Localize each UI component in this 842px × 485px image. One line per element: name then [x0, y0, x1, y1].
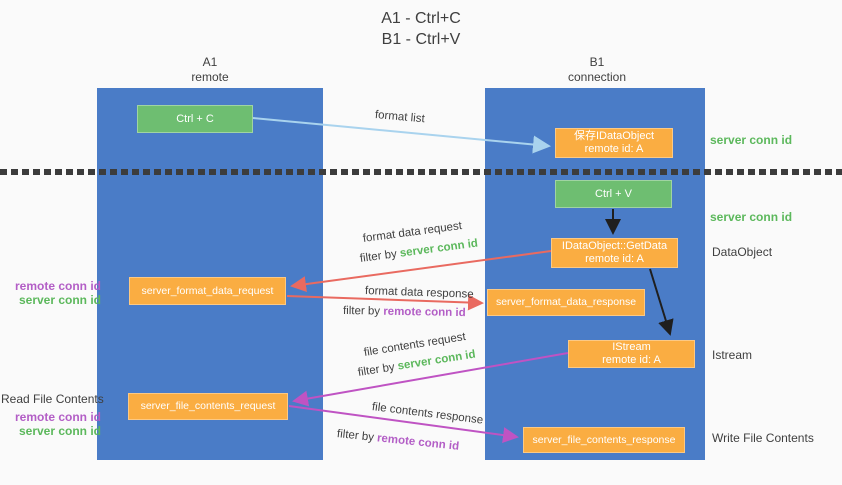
filter-by-text: filter by: [336, 428, 378, 445]
node-ctrl-v-label: Ctrl + V: [595, 187, 632, 200]
node-save-idataobject-line1: 保存IDataObject: [573, 130, 655, 142]
annotation-conn-pair-1: remote conn id server conn id: [1, 279, 101, 307]
node-server-file-contents-request: server_file_contents_request: [128, 393, 288, 420]
edge-label-format-data-response: format data response: [364, 285, 474, 301]
node-save-idataobject-line2: remote id: A: [584, 143, 644, 155]
node-getdata-line2: remote id: A: [585, 253, 644, 265]
server-conn-id-label: server conn id: [18, 293, 101, 307]
node-save-idataobject: 保存IDataObject remote id: A: [555, 128, 673, 158]
node-ctrl-c-label: Ctrl + C: [176, 112, 214, 125]
server-conn-id-text: server conn id: [399, 237, 479, 260]
lane-right-name: B1: [589, 55, 605, 69]
node-server-file-contents-response: server_file_contents_response: [523, 427, 685, 453]
remote-conn-id-text: remote conn id: [383, 305, 466, 320]
remote-conn-id-label: remote conn id: [14, 279, 101, 293]
node-istream-line2: remote id: A: [602, 354, 661, 366]
edge-label-filter-remote-2: filter by remote conn id: [336, 428, 459, 453]
node-server-format-data-response: server_format_data_response: [487, 289, 645, 316]
annotation-server-conn-id-top: server conn id: [710, 133, 793, 147]
remote-conn-id-label: remote conn id: [14, 410, 101, 424]
annotation-istream: Istream: [712, 348, 753, 362]
server-conn-id-text: server conn id: [396, 348, 477, 373]
boundary-dotted-line: [0, 169, 842, 175]
node-file-request-label: server_file_contents_request: [140, 400, 276, 412]
lane-left-name: A1: [202, 55, 218, 69]
remote-conn-id-text: remote conn id: [376, 432, 460, 453]
server-conn-id-label: server conn id: [18, 424, 101, 438]
node-ctrl-v: Ctrl + V: [555, 180, 672, 208]
filter-by-text: filter by: [359, 247, 401, 265]
node-ctrl-c: Ctrl + C: [137, 105, 253, 133]
annotation-write-file-contents: Write File Contents: [712, 431, 814, 445]
filter-by-text: filter by: [342, 305, 384, 318]
annotation-read-file-contents: Read File Contents: [1, 392, 104, 406]
filter-by-text: filter by: [357, 360, 399, 379]
edge-label-filter-remote-1: filter by remote conn id: [343, 305, 466, 319]
node-file-response-label: server_file_contents_response: [532, 433, 676, 446]
title-line-2: B1 - Ctrl+V: [381, 31, 461, 48]
node-idataobject-getdata: IDataObject::GetData remote id: A: [551, 238, 678, 268]
annotation-server-conn-id-mid: server conn id: [710, 210, 793, 224]
lane-right-role: connection: [567, 70, 627, 84]
node-istream-line1: IStream: [612, 341, 651, 353]
title-line-1: A1 - Ctrl+C: [381, 10, 461, 27]
edge-label-file-contents-response: file contents response: [371, 401, 484, 427]
annotation-dataobject: DataObject: [712, 245, 773, 259]
node-format-response-label: server_format_data_response: [495, 296, 637, 308]
annotation-conn-pair-2: remote conn id server conn id: [1, 410, 101, 438]
node-getdata-line1: IDataObject::GetData: [561, 240, 668, 252]
node-istream: IStream remote id: A: [568, 340, 695, 368]
node-server-format-data-request: server_format_data_request: [129, 277, 286, 305]
diagram-title: A1 - Ctrl+C B1 - Ctrl+V: [0, 8, 842, 50]
node-format-request-label: server_format_data_request: [141, 284, 274, 297]
edge-label-format-list: format list: [374, 109, 426, 126]
lane-header-left: A1 remote: [130, 55, 290, 85]
lane-left-role: remote: [191, 70, 229, 84]
lane-header-right: B1 connection: [517, 55, 677, 85]
